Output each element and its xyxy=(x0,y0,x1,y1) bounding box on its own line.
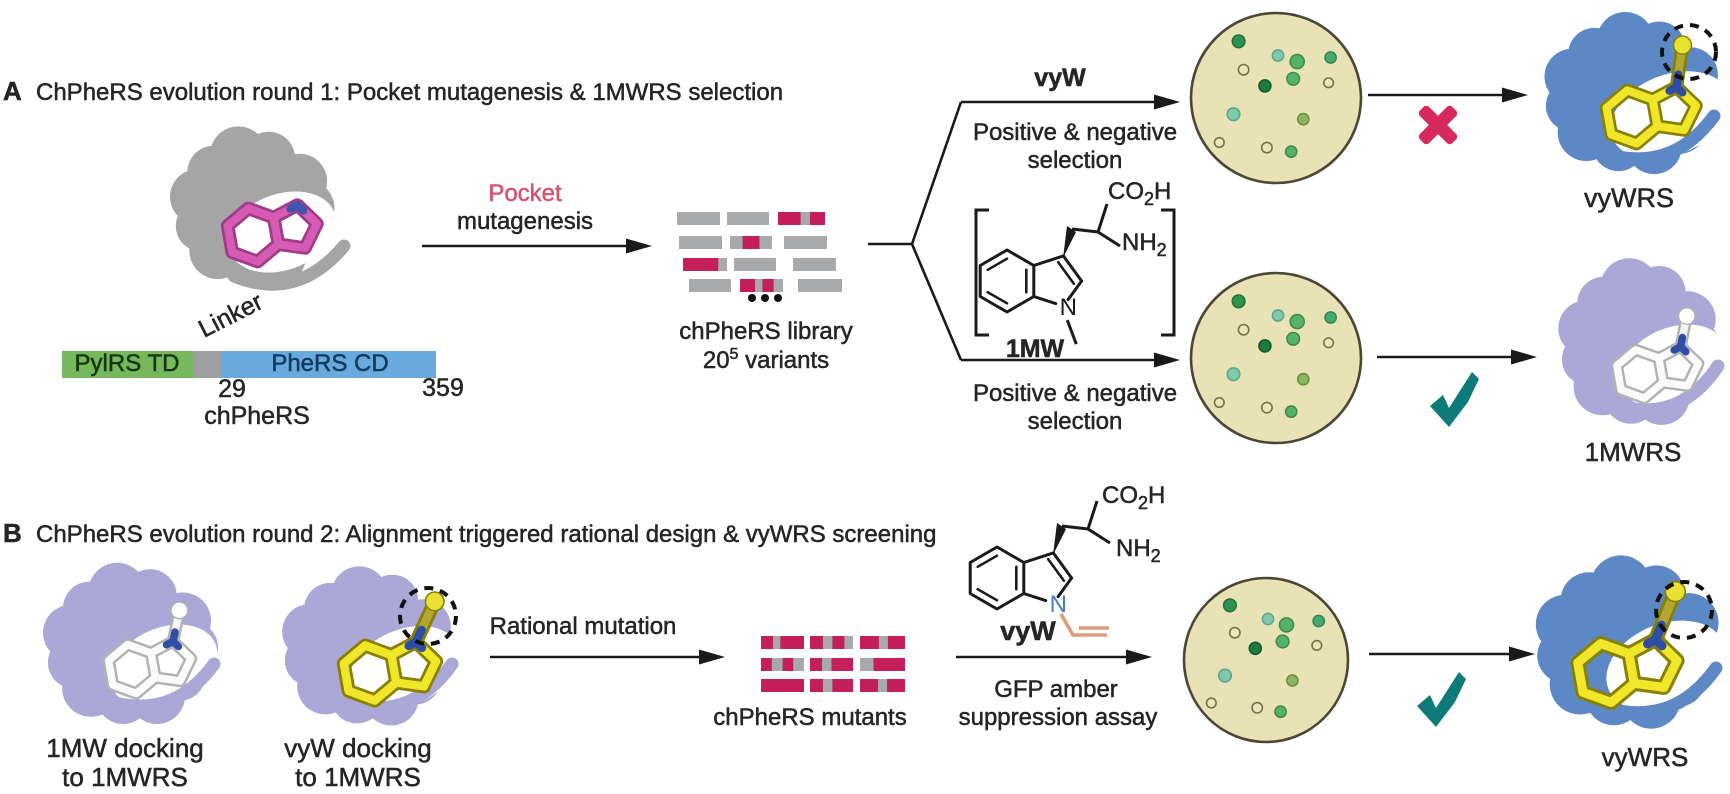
svg-text:vyWRS: vyWRS xyxy=(1602,742,1689,772)
svg-text:chPheRS library: chPheRS library xyxy=(679,318,852,345)
svg-text:205 variants: 205 variants xyxy=(703,346,829,374)
svg-text:mutagenesis: mutagenesis xyxy=(457,208,593,235)
svg-text:vyW docking: vyW docking xyxy=(284,733,431,763)
svg-text:A: A xyxy=(3,76,22,106)
svg-text:ChPheRS evolution round 2: Ali: ChPheRS evolution round 2: Alignment tri… xyxy=(36,521,937,548)
svg-text:GFP amber: GFP amber xyxy=(994,676,1118,703)
svg-text:CO2H: CO2H xyxy=(1108,178,1171,209)
svg-text:to 1MWRS: to 1MWRS xyxy=(62,762,188,792)
svg-text:selection: selection xyxy=(1028,147,1123,174)
svg-text:vyW: vyW xyxy=(1000,616,1056,646)
svg-text:Positive & negative: Positive & negative xyxy=(973,380,1177,407)
svg-text:1MW: 1MW xyxy=(1006,335,1065,363)
svg-text:selection: selection xyxy=(1028,408,1123,435)
svg-text:Rational mutation: Rational mutation xyxy=(490,613,677,640)
svg-text:PheRS CD: PheRS CD xyxy=(271,350,388,377)
svg-text:Positive & negative: Positive & negative xyxy=(973,119,1177,146)
svg-text:ChPheRS evolution round 1: Poc: ChPheRS evolution round 1: Pocket mutage… xyxy=(36,79,783,106)
svg-text:Pocket: Pocket xyxy=(488,180,562,207)
svg-text:B: B xyxy=(3,518,22,548)
svg-text:chPheRS mutants: chPheRS mutants xyxy=(713,704,906,731)
svg-text:vyW: vyW xyxy=(1034,64,1086,92)
svg-text:chPheRS: chPheRS xyxy=(204,402,310,430)
svg-text:CO2H: CO2H xyxy=(1102,482,1165,513)
svg-text:suppression assay: suppression assay xyxy=(959,704,1158,731)
svg-text:N: N xyxy=(1060,294,1077,321)
svg-text:NH2: NH2 xyxy=(1116,535,1161,566)
svg-text:to 1MWRS: to 1MWRS xyxy=(295,762,421,792)
svg-text:vyWRS: vyWRS xyxy=(1584,183,1674,213)
svg-text:PylRS TD: PylRS TD xyxy=(75,350,180,377)
svg-text:359: 359 xyxy=(422,374,464,402)
svg-text:1MWRS: 1MWRS xyxy=(1585,437,1682,467)
svg-text:N: N xyxy=(1050,591,1067,618)
svg-text:29: 29 xyxy=(218,375,246,403)
svg-text:1MW docking: 1MW docking xyxy=(46,733,204,763)
